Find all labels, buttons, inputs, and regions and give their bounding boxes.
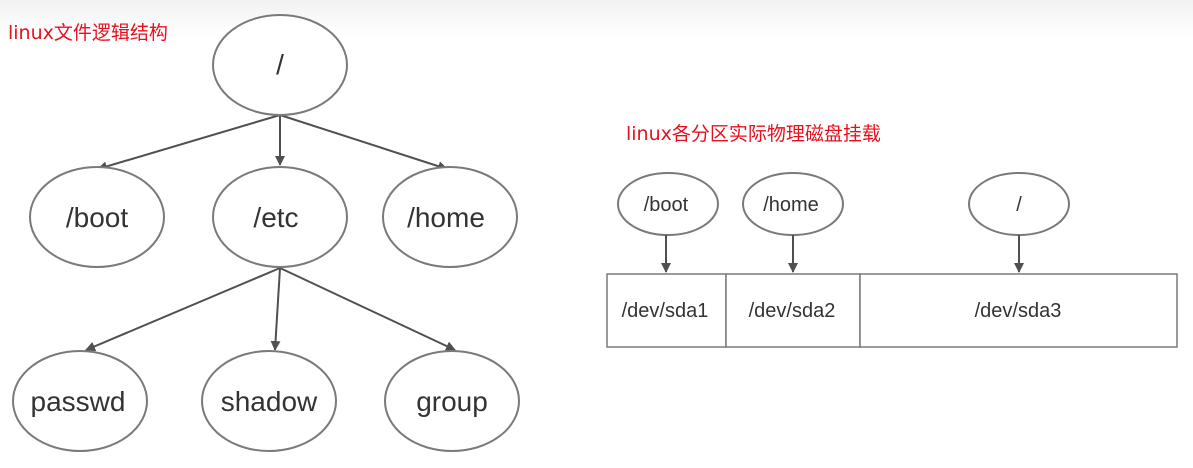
physical-mounts: /boot /home / /dev/sda1 /dev/sda2 /dev/s… <box>606 172 1178 348</box>
node-etc: /etc <box>212 166 348 268</box>
logical-tree: / /boot /etc /home passwd shadow group <box>12 14 520 452</box>
logical-structure-title: linux文件逻辑结构 <box>8 22 168 44</box>
partition-sda1-label: /dev/sda1 <box>622 300 709 322</box>
mount-home: /home <box>742 172 844 236</box>
node-boot-label: /boot <box>66 202 128 233</box>
mount-root-label: / <box>1016 194 1022 216</box>
physical-mount-title: linux各分区实际物理磁盘挂载 <box>626 123 881 145</box>
mount-boot: /boot <box>617 172 719 236</box>
partition-sda2 <box>725 273 861 348</box>
node-shadow: shadow <box>201 350 337 452</box>
node-root: / <box>212 14 348 116</box>
node-shadow-label: shadow <box>221 386 318 417</box>
edge-etc-group <box>279 267 456 351</box>
edge-root-boot <box>97 114 281 172</box>
node-home: /home <box>382 166 518 268</box>
partition-sda2-label: /dev/sda2 <box>749 300 836 322</box>
mount-boot-label: /boot <box>644 194 689 216</box>
edge-root-home <box>279 114 448 171</box>
node-group: group <box>384 350 520 452</box>
mount-root: / <box>968 172 1070 236</box>
disk-partition-table: /dev/sda1 /dev/sda2 /dev/sda3 <box>606 273 1178 348</box>
partition-sda3 <box>859 273 1178 348</box>
mount-home-label: /home <box>763 194 819 216</box>
node-passwd-label: passwd <box>31 386 126 417</box>
node-boot: /boot <box>29 166 165 268</box>
partition-sda3-label: /dev/sda3 <box>975 300 1062 322</box>
node-passwd: passwd <box>12 350 148 452</box>
node-root-label: / <box>276 49 284 80</box>
edge-etc-passwd <box>85 267 281 352</box>
node-group-label: group <box>416 386 488 417</box>
node-home-label: /home <box>407 202 485 233</box>
edge-etc-shadow <box>270 267 281 351</box>
node-etc-label: /etc <box>253 202 298 233</box>
